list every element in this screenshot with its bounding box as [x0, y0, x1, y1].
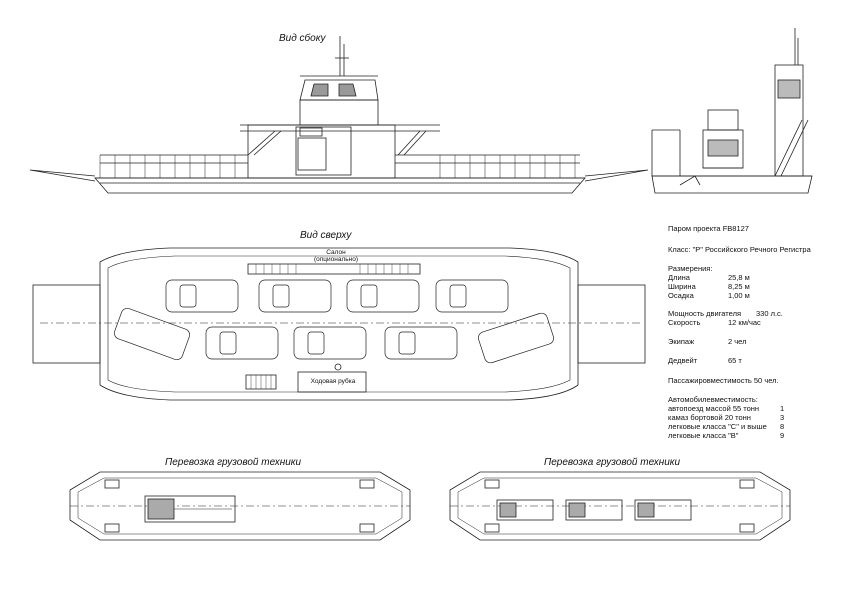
power-row: Мощность двигателя 330 л.с. [668, 309, 783, 318]
top-view-drawing [32, 247, 646, 401]
cargo-view-left-title: Перевозка грузовой техники [165, 457, 302, 468]
deadweight-label: Дедвейт [668, 356, 698, 365]
class-text: Класс: "Р" Российского Речного Регистра [668, 245, 811, 254]
vehicle-count: 8 [780, 422, 785, 431]
salon-label: Салон [326, 249, 346, 256]
deadweight-value: 65 т [728, 356, 742, 365]
cargo-view-right-drawing [449, 471, 791, 541]
crew-label: Экипаж [668, 337, 695, 346]
vehicle-row: автопоезд массой 55 тонн 1 [668, 404, 784, 413]
cargo-view-left-drawing [69, 471, 411, 541]
vehicle-label: автопоезд массой 55 тонн [668, 404, 760, 413]
speed-row: Скорость 12 км/час [668, 318, 761, 327]
side-view-title: Вид сбоку [279, 33, 326, 44]
vehicles-title: Автомобилевместимость: [668, 395, 758, 404]
end-view-drawing [651, 28, 813, 194]
project-title: Паром проекта FB8127 [668, 224, 749, 233]
side-view-drawing [29, 36, 649, 194]
power-label: Мощность двигателя [668, 309, 742, 318]
dimension-value: 8,25 м [728, 282, 750, 291]
dimension-label: Длина [668, 273, 690, 282]
vehicle-count: 1 [780, 404, 785, 413]
vehicle-label: легковые класса "С" и выше [668, 422, 767, 431]
vehicle-count: 9 [780, 431, 785, 440]
vehicle-label: легковые класса "В" [668, 431, 739, 440]
dimension-row: Длина 25,8 м [668, 273, 750, 282]
dimension-row: Ширина 8,25 м [668, 282, 750, 291]
power-value: 330 л.с. [756, 309, 783, 318]
speed-label: Скорость [668, 318, 701, 327]
dimension-value: 25,8 м [728, 273, 750, 282]
vehicle-row: камаз бортовой 20 тонн 3 [668, 413, 784, 422]
vehicle-count: 3 [780, 413, 785, 422]
top-view-title: Вид сверху [300, 230, 352, 241]
speed-value: 12 км/час [728, 318, 761, 327]
vehicle-row: легковые класса "С" и выше 8 [668, 422, 784, 431]
dimension-label: Ширина [668, 282, 696, 291]
dimension-label: Осадка [668, 291, 694, 300]
vehicle-label: камаз бортовой 20 тонн [668, 413, 751, 422]
passengers-text: Пассажировместимость 50 чел. [668, 376, 779, 385]
crew-row: Экипаж 2 чел [668, 337, 746, 346]
dimensions-title: Размерения: [668, 264, 713, 273]
cargo-view-right-title: Перевозка грузовой техники [544, 457, 681, 468]
dimension-value: 1,00 м [728, 291, 750, 300]
deadweight-row: Дедвейт 65 т [668, 356, 742, 365]
crew-value: 2 чел [728, 337, 747, 346]
dimension-row: Осадка 1,00 м [668, 291, 750, 300]
wheelhouse-label: Ходовая рубка [310, 378, 356, 385]
salon-note-label: (опционально) [313, 256, 359, 263]
vehicle-row: легковые класса "В" 9 [668, 431, 784, 440]
